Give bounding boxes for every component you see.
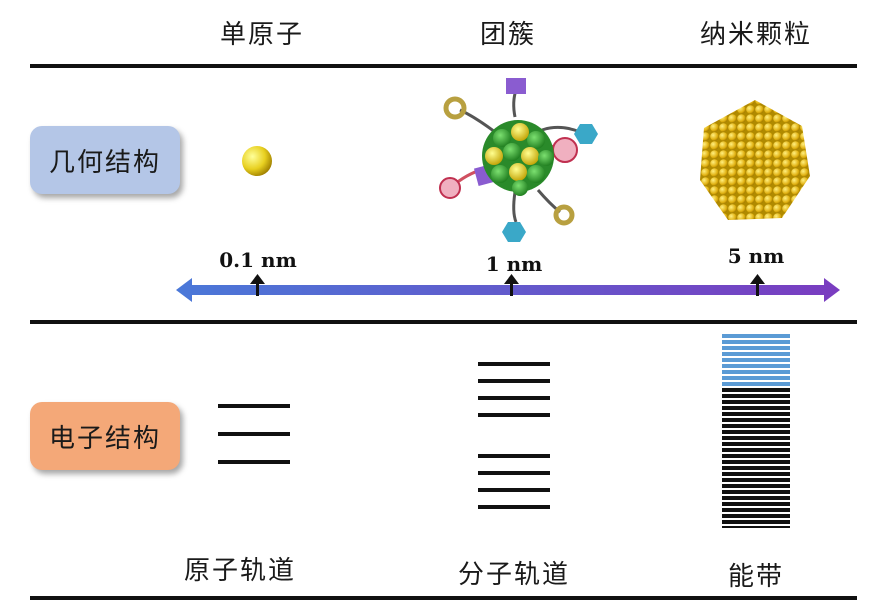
energy-level <box>218 432 290 436</box>
energy-level <box>478 488 550 492</box>
geometry-tag-label: 几何结构 <box>48 147 161 178</box>
label-atomic-orbital: 原子轨道 <box>183 556 296 586</box>
bottom-divider <box>30 596 857 600</box>
scale-label-atom: 0.1 nm <box>219 248 297 272</box>
energy-level <box>478 379 550 383</box>
scale-label-nanoparticle: 5 nm <box>727 244 785 268</box>
electronic-tag: 电子结构 <box>30 402 180 470</box>
atom-sphere-icon <box>242 146 272 176</box>
energy-level <box>478 471 550 475</box>
scale-arrow-icon <box>176 274 840 302</box>
scale-label-cluster: 1 nm <box>485 252 543 276</box>
middle-divider <box>30 320 857 324</box>
label-molecular-orbital: 分子轨道 <box>457 560 570 590</box>
header-cluster: 团簇 <box>479 20 536 50</box>
header-nanoparticle: 纳米颗粒 <box>699 20 812 50</box>
ligand-cluster-icon <box>439 78 598 242</box>
geometry-tag: 几何结构 <box>30 126 180 194</box>
nanoparticle-icon <box>700 100 810 220</box>
energy-level <box>478 362 550 366</box>
energy-level <box>478 505 550 509</box>
atomic-orbital-levels <box>218 404 290 468</box>
energy-level <box>478 396 550 400</box>
energy-band-icon <box>722 334 790 528</box>
energy-level <box>478 454 550 458</box>
electronic-tag-label: 电子结构 <box>48 423 161 454</box>
header-single-atom: 单原子 <box>219 20 304 50</box>
label-energy-band: 能带 <box>727 562 784 592</box>
energy-level <box>478 413 550 417</box>
energy-level <box>218 404 290 408</box>
top-divider <box>30 64 857 68</box>
molecular-orbital-levels <box>478 362 550 512</box>
energy-level <box>218 460 290 464</box>
